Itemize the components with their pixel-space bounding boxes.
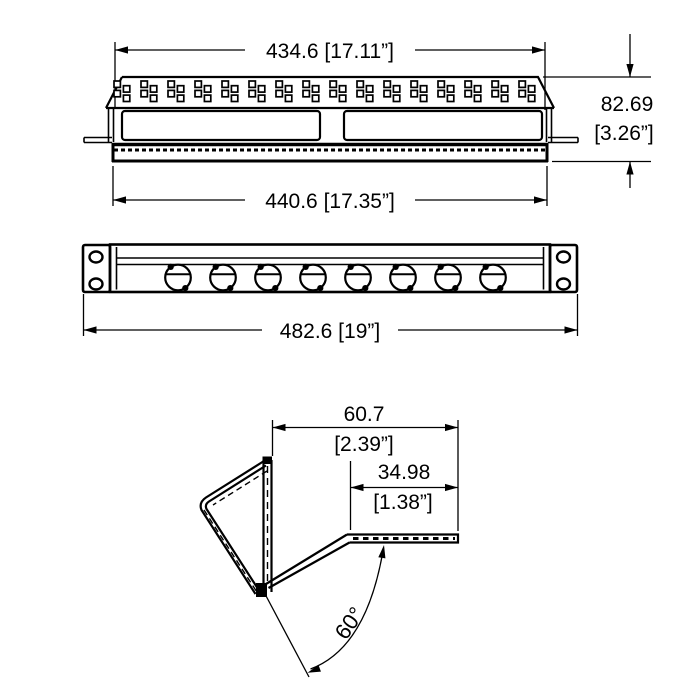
panel-outer-contour bbox=[199, 460, 265, 595]
dim-rack-width-label: 482.6 [19”] bbox=[280, 320, 380, 343]
xlr-connector-hole bbox=[389, 262, 417, 293]
dimension-flange-depth: 34.98 [1.38”] bbox=[349, 461, 458, 530]
arrowhead-left bbox=[272, 423, 286, 432]
top-fold-block bbox=[262, 456, 272, 464]
dim-overall-body-width-label: 440.6 [17.35”] bbox=[265, 190, 395, 213]
bar-outline bbox=[111, 143, 549, 163]
front-view: 482.6 [19”] bbox=[81, 243, 579, 343]
xlr-connector-hole bbox=[254, 262, 282, 293]
dimension-angle: 60° bbox=[263, 544, 388, 678]
dim-total-depth-mm-label: 60.7 bbox=[344, 403, 385, 426]
top-plate-centerline bbox=[212, 470, 268, 506]
xlr-connector-hole bbox=[209, 262, 237, 293]
right-mounting-ear bbox=[548, 243, 579, 294]
dim-top-face-width-label: 434.6 [17.11”] bbox=[266, 40, 394, 63]
angle-arc bbox=[310, 547, 385, 670]
extension-lines bbox=[271, 420, 459, 531]
xlr-connector-hole bbox=[479, 262, 507, 293]
arrowhead-bottom bbox=[626, 161, 634, 175]
dim-profile-height-in-label: [3.26”] bbox=[594, 122, 654, 145]
arrowhead-left bbox=[115, 46, 128, 54]
xlr-connector-hole bbox=[434, 262, 462, 293]
extension-lines bbox=[112, 166, 548, 206]
shelf-and-flange bbox=[265, 533, 460, 589]
dimension-total-depth: 60.7 [2.39”] bbox=[271, 403, 459, 531]
flange-outline bbox=[347, 533, 460, 544]
panel-inner-lines bbox=[115, 247, 545, 290]
panel-inner-contour bbox=[204, 464, 267, 593]
right-housing-plate bbox=[342, 109, 544, 142]
face-plate-centerline bbox=[203, 509, 259, 594]
arrowhead-right bbox=[534, 196, 547, 204]
dimension-rack-width: 482.6 [19”] bbox=[82, 294, 579, 343]
xlr-connector-hole bbox=[299, 262, 327, 293]
arrowhead-left bbox=[113, 196, 126, 204]
ear-outline bbox=[548, 243, 579, 294]
connector-row bbox=[164, 262, 507, 293]
dim-angle-label: 60° bbox=[330, 602, 370, 644]
arrowhead-left bbox=[350, 483, 364, 492]
xlr-connector-hole bbox=[344, 262, 372, 293]
dimension-overall-body-width: 440.6 [17.35”] bbox=[112, 166, 548, 213]
rack-screw-hole bbox=[555, 277, 572, 291]
ear-outline bbox=[81, 243, 112, 294]
rack-screw-hole bbox=[88, 250, 104, 264]
angle-reference-line bbox=[263, 592, 310, 678]
rack-ear-profile bbox=[256, 456, 273, 597]
perforated-top-cover bbox=[105, 75, 555, 110]
arrowhead-top bbox=[626, 64, 634, 77]
dim-flange-depth-mm-label: 34.98 bbox=[378, 461, 431, 484]
ear-bar-lines bbox=[262, 460, 273, 592]
arrowhead-left bbox=[83, 326, 97, 334]
arrowhead-right bbox=[532, 46, 545, 54]
side-view: 60.7 [2.39”] 34.98 [1.38”] 60° bbox=[199, 403, 460, 678]
dimension-top-face-width: 434.6 [17.11”] bbox=[114, 40, 546, 110]
panel-bar-edge bbox=[111, 142, 549, 163]
arrowhead-right bbox=[445, 483, 458, 492]
dimension-profile-height: 82.69 [3.26”] bbox=[543, 34, 654, 188]
arrowhead-right bbox=[445, 423, 458, 432]
rack-screw-hole bbox=[88, 277, 104, 291]
dim-profile-height-mm-label: 82.69 bbox=[601, 93, 654, 116]
left-housing-plate bbox=[120, 109, 322, 142]
dim-flange-depth-in-label: [1.38”] bbox=[373, 491, 433, 514]
left-mounting-ear bbox=[81, 243, 112, 294]
arrowhead-arc-lower bbox=[306, 664, 321, 677]
ear-flanges-edge bbox=[83, 136, 579, 144]
angled-panel-profile bbox=[199, 460, 268, 595]
extension-lines bbox=[543, 76, 651, 163]
xlr-connector-hole bbox=[164, 262, 192, 293]
shelf-lines bbox=[265, 533, 351, 589]
vent-hole-pattern bbox=[113, 80, 536, 103]
arrowhead-right bbox=[564, 326, 578, 334]
bottom-fold-block bbox=[256, 583, 267, 597]
arrowhead-arc-upper bbox=[378, 544, 388, 559]
dim-total-depth-in-label: [2.39”] bbox=[334, 433, 394, 456]
side-rails bbox=[107, 108, 553, 142]
top-view: 434.6 [17.11”] bbox=[83, 34, 654, 213]
extension-lines bbox=[82, 294, 579, 336]
rack-screw-hole bbox=[555, 250, 572, 264]
housing-plates bbox=[120, 109, 544, 142]
